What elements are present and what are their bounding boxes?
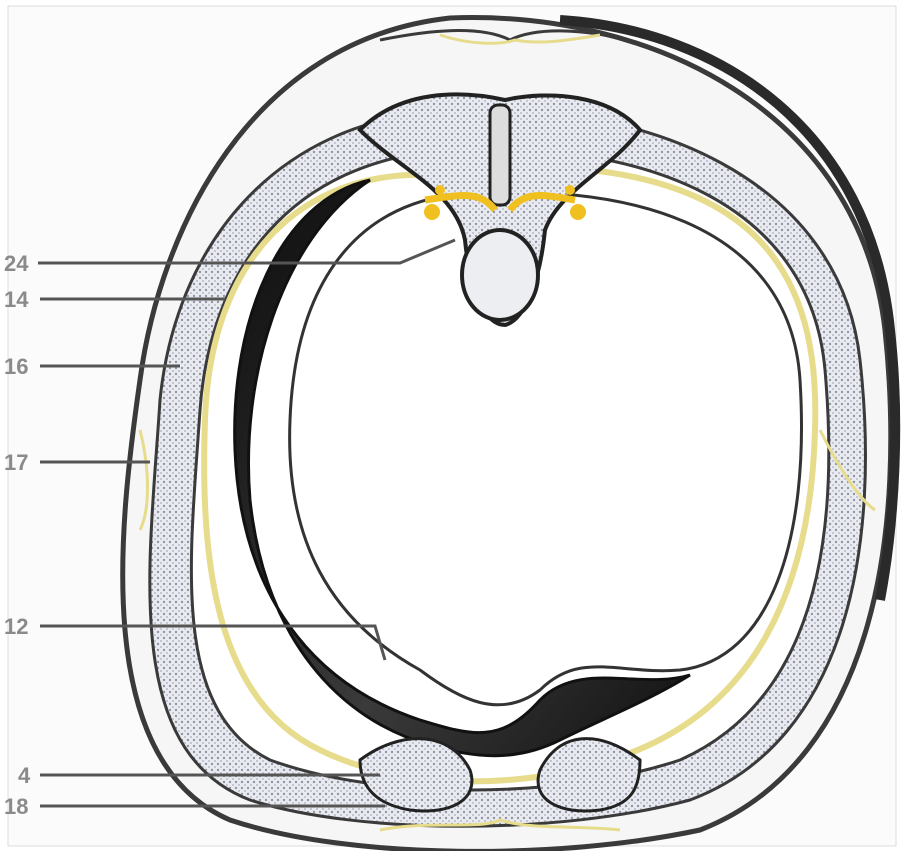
- label-24: 24: [4, 251, 29, 276]
- label-14: 14: [4, 287, 29, 312]
- inner-cavity: [290, 192, 802, 705]
- label-12: 12: [4, 614, 28, 639]
- label-18: 18: [4, 794, 28, 819]
- label-16: 16: [4, 354, 28, 379]
- label-4: 4: [18, 763, 31, 788]
- label-17: 17: [4, 450, 28, 475]
